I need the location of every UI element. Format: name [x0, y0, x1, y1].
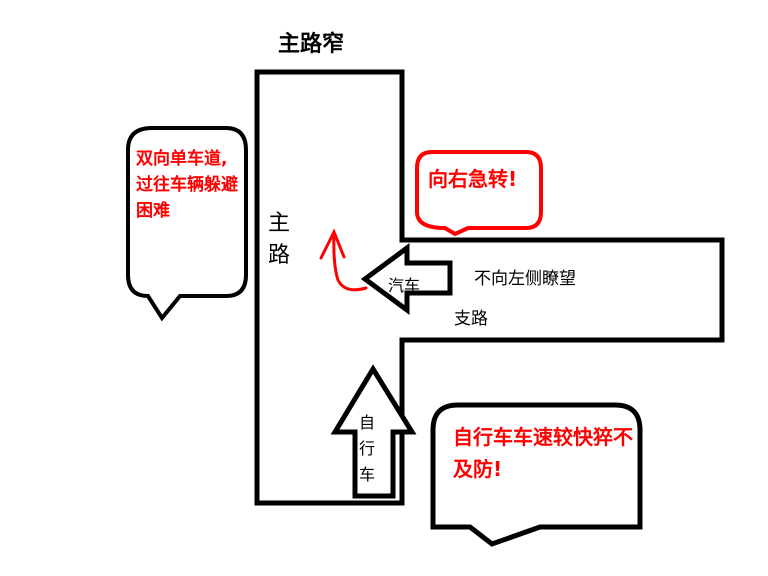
- speech-bubble-right-turn: [415, 150, 543, 237]
- callout-left-text: 双向单车道, 过往车辆躲避困难: [136, 149, 238, 221]
- bicycle-label: 自行车: [359, 413, 376, 484]
- callout-bicycle-text: 自行车车速较快猝不及防!: [453, 425, 633, 481]
- main-road-label: 主路: [268, 211, 291, 268]
- car-arrow: [360, 243, 453, 315]
- speech-bubble-bicycle: [430, 402, 643, 547]
- right-turn-arrow: [319, 228, 368, 292]
- no-look-left-label: 不向左侧瞭望: [474, 269, 576, 289]
- road-outline: [254, 69, 725, 506]
- branch-road-label: 支路: [454, 309, 488, 329]
- diagram-title: 主路窄: [278, 32, 345, 57]
- car-label: 汽车: [388, 276, 421, 295]
- callout-right-turn-text: 向右急转!: [428, 167, 518, 191]
- bicycle-arrow: [330, 364, 417, 499]
- speech-bubble-left: [126, 126, 248, 322]
